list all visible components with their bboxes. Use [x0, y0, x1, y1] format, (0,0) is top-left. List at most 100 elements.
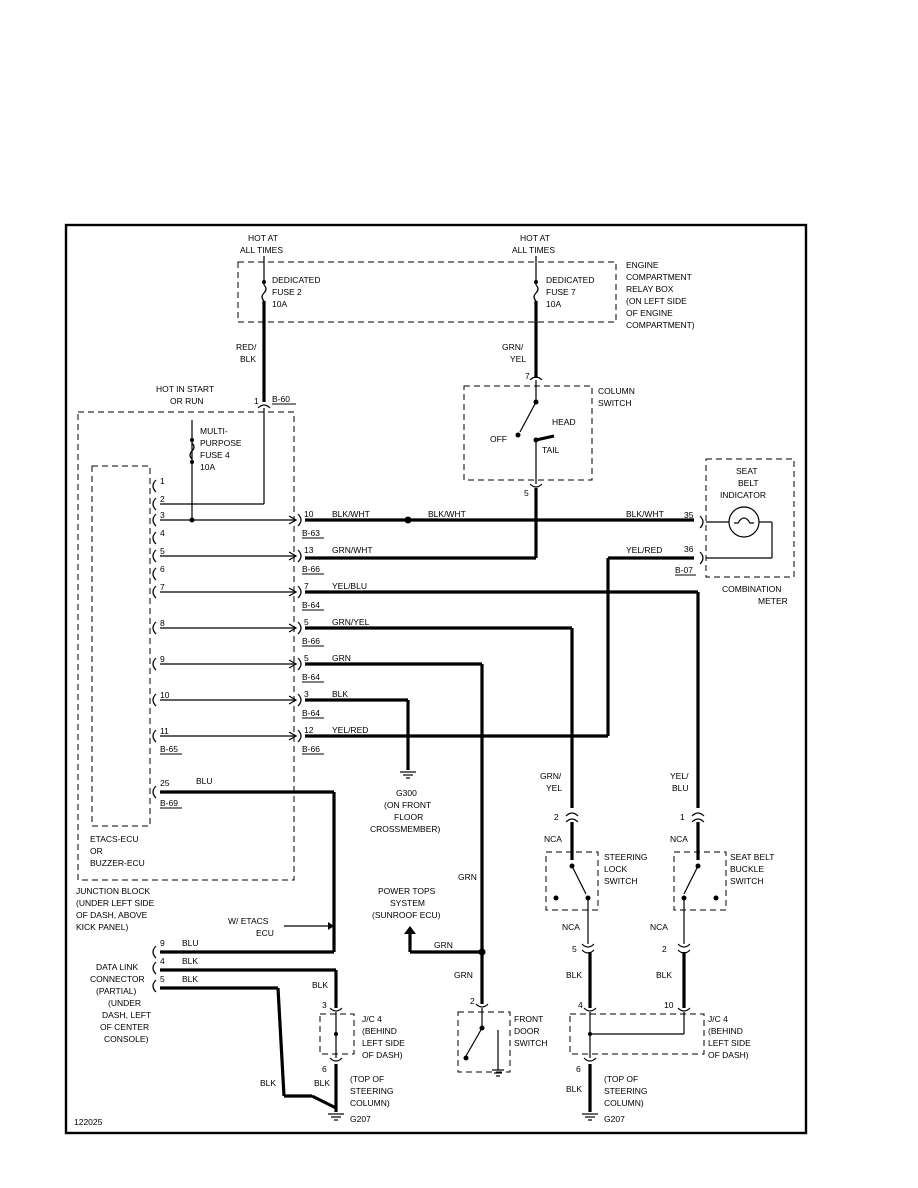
- wire-grn-vert: GRN: [458, 872, 477, 882]
- buckle-pin-bottom: 2: [662, 944, 667, 954]
- meter-connector-36: [699, 551, 704, 565]
- steering-lock-pin-bottom: 5: [572, 944, 577, 954]
- svg-text:5: 5: [160, 974, 165, 984]
- conn-row-3: 7 YEL/BLU B-64: [297, 581, 367, 611]
- svg-text:GRN: GRN: [332, 653, 351, 663]
- svg-text:SWITCH: SWITCH: [514, 1038, 548, 1048]
- seat-belt-indicator-label: SEAT BELT INDICATOR: [720, 466, 766, 500]
- g300-label: G300 (ON FRONT FLOOR CROSSMEMBER): [370, 788, 441, 834]
- jc4-left-pin-top: 3: [322, 1000, 327, 1010]
- svg-text:9: 9: [160, 654, 165, 664]
- svg-text:3: 3: [160, 510, 165, 520]
- svg-text:BLU: BLU: [672, 783, 689, 793]
- wire-red-blk: RED/: [236, 342, 257, 352]
- etacs-ecu-label: ETACS-ECU OR BUZZER-ECU: [90, 834, 145, 868]
- svg-text:(UNDER LEFT SIDE: (UNDER LEFT SIDE: [76, 898, 155, 908]
- svg-text:KICK PANEL): KICK PANEL): [76, 922, 128, 932]
- buckle-switch-outline: [673, 851, 727, 911]
- svg-text:JUNCTION BLOCK: JUNCTION BLOCK: [76, 886, 150, 896]
- svg-text:COLUMN): COLUMN): [350, 1098, 390, 1108]
- meter-pin-36: 36: [684, 544, 694, 554]
- svg-text:B-64: B-64: [302, 708, 320, 718]
- fuse7-label: DEDICATED FUSE 7 10A: [546, 275, 595, 309]
- seat-belt-indicator-lamp: [728, 506, 760, 538]
- svg-text:INDICATOR: INDICATOR: [720, 490, 766, 500]
- wire-blk-left-a: BLK: [312, 980, 328, 990]
- wire-blk-wht-mid: BLK/WHT: [428, 509, 466, 519]
- jc4-right-pin-b: 10: [664, 1000, 674, 1010]
- wire-blk-wht-right: BLK/WHT: [626, 509, 664, 519]
- svg-text:1: 1: [160, 476, 165, 486]
- svg-text:RELAY BOX: RELAY BOX: [626, 284, 674, 294]
- jb-conn-b60: B-60: [272, 394, 290, 404]
- meter-connector-35: [699, 515, 704, 529]
- svg-text:STEERING: STEERING: [350, 1086, 393, 1096]
- svg-text:DATA LINK: DATA LINK: [96, 962, 139, 972]
- svg-text:SWITCH: SWITCH: [598, 398, 632, 408]
- svg-text:BLU: BLU: [182, 938, 199, 948]
- g207-right-ground-symbol: [582, 1113, 598, 1121]
- ecu-pin-7: 7: [152, 582, 165, 599]
- jc4-right-pin-a: 4: [578, 1000, 583, 1010]
- fuse2-label: DEDICATED FUSE 2 10A: [272, 275, 321, 309]
- svg-text:COMPARTMENT): COMPARTMENT): [626, 320, 695, 330]
- svg-text:ETACS-ECU: ETACS-ECU: [90, 834, 139, 844]
- svg-text:W/ ETACS: W/ ETACS: [228, 916, 269, 926]
- combination-meter-outline: [705, 458, 795, 578]
- steering-lock-nca-top: NCA: [544, 834, 562, 844]
- junction-block-label: JUNCTION BLOCK (UNDER LEFT SIDE OF DASH,…: [76, 886, 155, 932]
- svg-text:J/C 4: J/C 4: [708, 1014, 728, 1024]
- wire-blk-left-c: BLK: [314, 1078, 330, 1088]
- svg-text:10A: 10A: [200, 462, 215, 472]
- svg-text:LEFT SIDE: LEFT SIDE: [362, 1038, 405, 1048]
- svg-text:DEDICATED: DEDICATED: [546, 275, 595, 285]
- svg-text:11: 11: [160, 726, 169, 736]
- svg-text:POWER TOPS: POWER TOPS: [378, 886, 436, 896]
- svg-text:(PARTIAL): (PARTIAL): [96, 986, 136, 996]
- hot-label-fuse7-b: ALL TIMES: [512, 245, 555, 255]
- steering-lock-label: STEERING LOCK SWITCH: [604, 852, 647, 886]
- ecu-pin-8: 8: [152, 618, 165, 635]
- svg-text:STEERING: STEERING: [604, 852, 647, 862]
- svg-text:BUZZER-ECU: BUZZER-ECU: [90, 858, 145, 868]
- front-door-ground-symbol: [492, 1069, 504, 1077]
- svg-text:(TOP OF: (TOP OF: [350, 1074, 384, 1084]
- fuse7-symbol: [533, 284, 539, 302]
- wire-blk-buckle: BLK: [656, 970, 672, 980]
- svg-text:G207: G207: [350, 1114, 371, 1124]
- svg-text:9: 9: [160, 938, 165, 948]
- svg-text:SEAT: SEAT: [736, 466, 758, 476]
- ecu-pin-6: 6: [152, 564, 165, 581]
- conn-row-5: 5 GRN B-64: [297, 653, 351, 683]
- svg-text:BELT: BELT: [738, 478, 759, 488]
- svg-text:CROSSMEMBER): CROSSMEMBER): [370, 824, 441, 834]
- svg-text:GRN/WHT: GRN/WHT: [332, 545, 373, 555]
- svg-text:LEFT SIDE: LEFT SIDE: [708, 1038, 751, 1048]
- svg-text:10: 10: [304, 509, 314, 519]
- ecu-pin-4: 4: [152, 528, 165, 545]
- svg-text:OF DASH, ABOVE: OF DASH, ABOVE: [76, 910, 148, 920]
- hot-start-label-b: OR RUN: [170, 396, 204, 406]
- svg-text:BUCKLE: BUCKLE: [730, 864, 764, 874]
- svg-text:SYSTEM: SYSTEM: [390, 898, 425, 908]
- svg-text:G207: G207: [604, 1114, 625, 1124]
- relay-box-outline: [237, 261, 617, 323]
- wire-grn-yel-top: GRN/: [502, 342, 524, 352]
- diagram-frame: [64, 223, 808, 1135]
- conn-row-7: 12 YEL/RED B-66: [297, 725, 368, 755]
- svg-text:(BEHIND: (BEHIND: [362, 1026, 397, 1036]
- svg-text:8: 8: [160, 618, 165, 628]
- svg-text:J/C 4: J/C 4: [362, 1014, 382, 1024]
- front-door-switch-contact: [465, 1027, 483, 1057]
- svg-text:(SUNROOF ECU): (SUNROOF ECU): [372, 910, 441, 920]
- svg-text:5: 5: [160, 546, 165, 556]
- column-switch-off: OFF: [490, 434, 507, 444]
- g207-left-ground-symbol: [328, 1113, 344, 1121]
- svg-text:CONNECTOR: CONNECTOR: [90, 974, 145, 984]
- front-door-switch-label: FRONT DOOR SWITCH: [514, 1014, 548, 1048]
- svg-text:OF DASH): OF DASH): [362, 1050, 403, 1060]
- steering-lock-outline: [545, 851, 599, 911]
- svg-text:OR: OR: [90, 846, 103, 856]
- svg-text:BLK: BLK: [182, 974, 198, 984]
